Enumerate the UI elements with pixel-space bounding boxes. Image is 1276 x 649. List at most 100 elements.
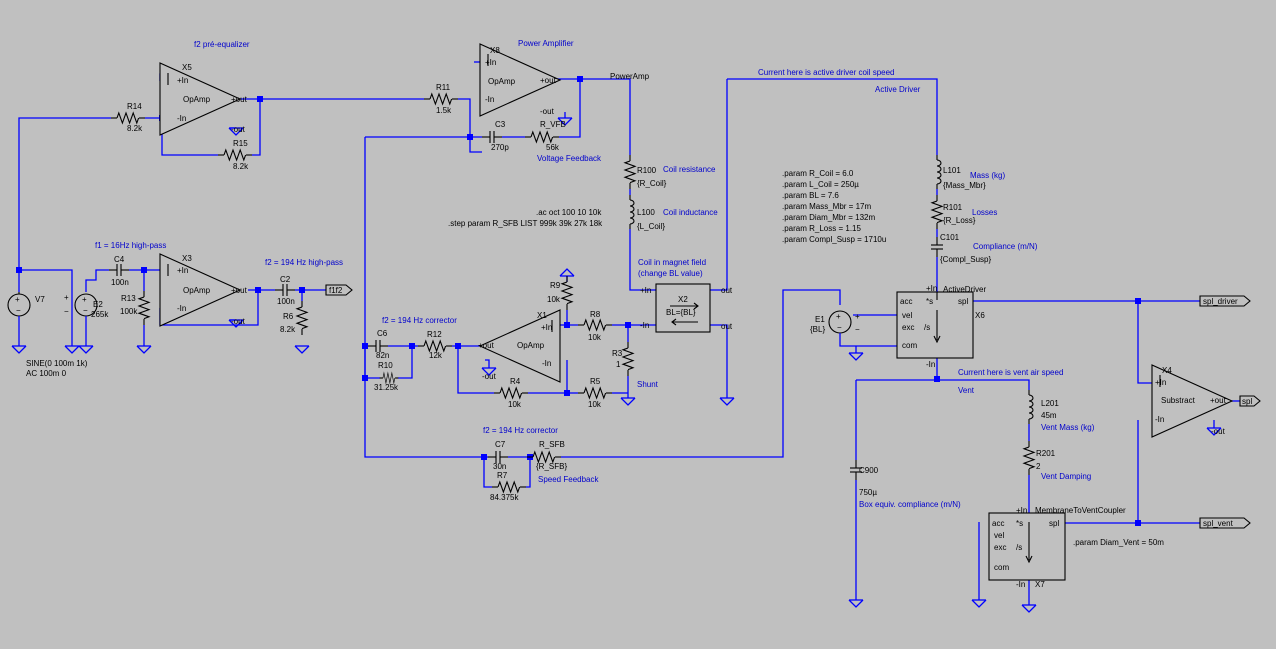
x6-n-in: -In: [926, 360, 935, 369]
directive-param-r-loss: .param R_Loss = 1.15: [782, 224, 861, 233]
c900-ref: C900: [859, 466, 879, 475]
r7-value: 84.375k: [490, 493, 519, 502]
r-sfb-ref: R_SFB: [539, 440, 565, 449]
c3-ref: C3: [495, 120, 506, 129]
comment-active-driver: Active Driver: [875, 85, 921, 94]
resistor-r9: [561, 275, 573, 311]
resistor-r-vfb: [524, 131, 560, 143]
svg-text:−: −: [64, 307, 69, 316]
e1-ref: E1: [815, 315, 825, 324]
x8-out-p: +out: [540, 76, 557, 85]
r-vfb-value: 56k: [546, 143, 560, 152]
r12-ref: R12: [427, 330, 442, 339]
x5-in-n: -In: [177, 114, 186, 123]
r14-ref: R14: [127, 102, 142, 111]
comment-coil-inductance: Coil inductance: [663, 208, 718, 217]
r13-value: 100k: [120, 307, 138, 316]
comment-losses: Losses: [972, 208, 997, 217]
resistor-r7: [491, 481, 527, 493]
x4-ref: X4: [1162, 366, 1172, 375]
comment-coil-field-2: (change BL value): [638, 269, 703, 278]
capacitor-c2: [274, 283, 296, 297]
c7-ref: C7: [495, 440, 506, 449]
l101-ref: L101: [943, 166, 961, 175]
r100-value: {R_Coil}: [637, 179, 667, 188]
x8-in-p: +In: [485, 58, 496, 67]
c4-ref: C4: [114, 255, 125, 264]
inductor-l100: [629, 194, 635, 230]
net-labels: PowerAmp f1f2 spl_driver spl spl_vent: [329, 72, 1252, 528]
resistor-r12: [417, 340, 453, 352]
directive-param-diam: .param Diam_Mbr = 132m: [782, 213, 875, 222]
x4-out-n: -out: [1211, 427, 1226, 436]
x5-in-p: +In: [177, 76, 188, 85]
l100-value: {L_Coil}: [637, 222, 665, 231]
comment-f2-pre-equalizer: f2 pré-equalizer: [194, 40, 250, 49]
directive-param-diam-vent: .param Diam_Vent = 50m: [1073, 538, 1164, 547]
spice-directives: .ac oct 100 10 10k .step param R_SFB LIS…: [448, 169, 1164, 547]
comment-box-compliance: Box equiv. compliance (m/N): [859, 500, 961, 509]
resistor-r8: [577, 319, 613, 331]
x7-spl: spl: [1049, 519, 1059, 528]
r3-value: 1: [616, 360, 621, 369]
comment-f2-highpass: f2 = 194 Hz high-pass: [265, 258, 343, 267]
directive-ac: .ac oct 100 10 10k: [536, 208, 602, 217]
resistor-r13: [138, 290, 150, 326]
c3-value: 270p: [491, 143, 509, 152]
comment-compliance: Compliance (m/N): [973, 242, 1038, 251]
r7-ref: R7: [497, 471, 508, 480]
resistor-r6: [296, 300, 308, 336]
comment-vent: Vent: [958, 386, 975, 395]
resistor-r10: [379, 372, 399, 384]
c900-value: 750µ: [859, 488, 877, 497]
x3-type: OpAmp: [183, 286, 211, 295]
e2-ref: E2: [93, 300, 103, 309]
net-spl-vent: spl_vent: [1203, 519, 1234, 528]
x2-out-p: out: [721, 286, 733, 295]
svg-text:+: +: [836, 312, 841, 321]
v7-value2: AC 100m 0: [26, 369, 67, 378]
r9-value: 10k: [547, 295, 561, 304]
r5-ref: R5: [590, 377, 601, 386]
v7-ref: V7: [35, 295, 45, 304]
comment-current-vent: Current here is vent air speed: [958, 368, 1063, 377]
c6-ref: C6: [377, 329, 388, 338]
x5-out-p: +out: [231, 95, 248, 104]
net-f1f2: f1f2: [329, 286, 343, 295]
x8-out-n: -out: [540, 107, 555, 116]
x8-in-n: -In: [485, 95, 494, 104]
vent-coupler-block-x7: [988, 512, 1066, 581]
x2-in-p: +In: [640, 286, 651, 295]
r-sfb-value: {R_SFB}: [536, 462, 567, 471]
svg-text:−: −: [855, 325, 860, 334]
x3-out-n: -out: [231, 317, 246, 326]
c101-value: {Compl_Susp}: [940, 255, 991, 264]
r-vfb-ref: R_VFB: [540, 120, 566, 129]
comment-vent-damping: Vent Damping: [1041, 472, 1091, 481]
x1-in-n: -In: [542, 359, 551, 368]
l201-ref: L201: [1041, 399, 1059, 408]
x7-ref: X7: [1035, 580, 1045, 589]
comment-f2-corrector-2: f2 = 194 Hz corrector: [483, 426, 558, 435]
l101-value: {Mass_Mbr}: [943, 181, 986, 190]
r101-value: {R_Loss}: [943, 216, 976, 225]
net-flags: [325, 284, 1261, 529]
junctions: [16, 76, 1141, 526]
x6-p-in: +In: [926, 284, 937, 293]
x3-ref: X3: [182, 254, 192, 263]
directive-param-mass: .param Mass_Mbr = 17m: [782, 202, 871, 211]
x6-ref: X6: [975, 311, 985, 320]
active-driver-block-x6: [896, 291, 974, 359]
x7-vel: vel: [994, 531, 1004, 540]
directive-param-l-coil: .param L_Coil = 250µ: [782, 180, 859, 189]
x1-out-p: +out: [478, 341, 495, 350]
directive-param-bl: .param BL = 7.6: [782, 191, 839, 200]
r4-ref: R4: [510, 377, 521, 386]
c7-value: 30n: [493, 462, 506, 471]
x4-in-p: +In: [1155, 378, 1166, 387]
l201-value: 45m: [1041, 411, 1057, 420]
resistor-r201: [1023, 440, 1035, 476]
comment-coil-resistance: Coil resistance: [663, 165, 716, 174]
x8-type: OpAmp: [488, 77, 516, 86]
x7-s: *s: [1016, 519, 1023, 528]
